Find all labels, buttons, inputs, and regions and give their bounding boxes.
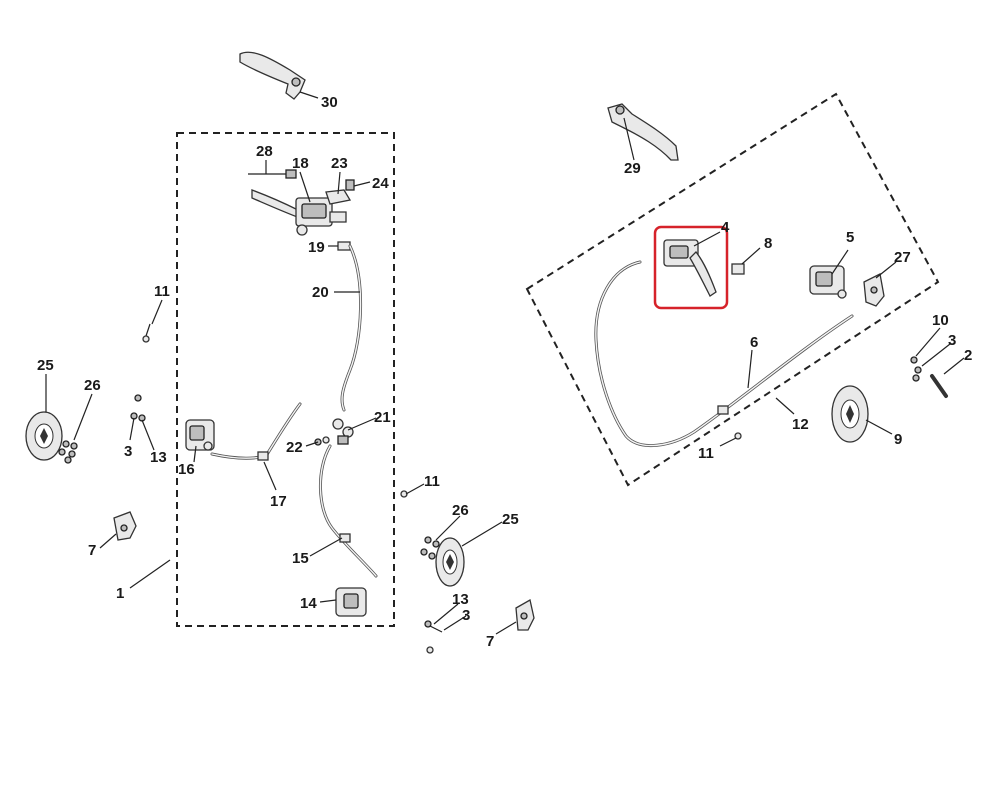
callout-27: 27 xyxy=(894,249,911,266)
rear-brake-cable-12 xyxy=(594,260,854,448)
callout-17: 17 xyxy=(270,493,287,510)
callout-7-lower: 7 xyxy=(486,633,494,650)
pad-7-lower xyxy=(515,598,535,631)
bleeder-24 xyxy=(345,179,355,191)
callout-15: 15 xyxy=(292,550,309,567)
callout-28: 28 xyxy=(256,143,273,160)
caliper-16 xyxy=(185,419,215,451)
callout-18: 18 xyxy=(292,155,309,172)
brake-lever-29 xyxy=(607,103,679,161)
rear-caliper-5 xyxy=(809,265,847,299)
brake-disc-25-left xyxy=(25,411,63,461)
callout-24: 24 xyxy=(372,175,389,192)
callout-3-left: 3 xyxy=(124,443,132,460)
callout-26-left: 26 xyxy=(84,377,101,394)
brake-disc-25-lower xyxy=(435,537,465,587)
front-brake-group-box xyxy=(176,132,395,627)
callout-21: 21 xyxy=(374,409,391,426)
callout-25-left: 25 xyxy=(37,357,54,374)
callout-13-left: 13 xyxy=(150,449,167,466)
callout-13-lower: 13 xyxy=(452,591,469,608)
cable-clip-6 xyxy=(717,405,729,415)
callout-25-lower: 25 xyxy=(502,511,519,528)
bolts-10-3 xyxy=(910,356,922,382)
bolts-3-13-lower xyxy=(424,620,443,654)
bolt-8 xyxy=(731,263,745,275)
callout-22: 22 xyxy=(286,439,303,456)
callout-12: 12 xyxy=(792,416,809,433)
front-master-cylinder-18 xyxy=(251,189,347,236)
callout-1: 1 xyxy=(116,585,124,602)
disc-bolts-26-left xyxy=(58,440,78,464)
callout-19: 19 xyxy=(308,239,325,256)
pad-7-left xyxy=(113,511,137,541)
bolt-22 xyxy=(314,436,330,446)
bolts-3-13-left xyxy=(130,394,146,422)
callout-8: 8 xyxy=(764,235,772,252)
callout-3-lower: 3 xyxy=(462,607,470,624)
rear-master-cylinder-4 xyxy=(663,239,717,297)
callout-30: 30 xyxy=(321,94,338,111)
callout-9: 9 xyxy=(894,431,902,448)
pin-2 xyxy=(930,374,948,398)
callout-7-left: 7 xyxy=(88,542,96,559)
callout-26-lower: 26 xyxy=(452,502,469,519)
callout-11-lower: 11 xyxy=(424,473,440,490)
callout-16: 16 xyxy=(178,461,195,478)
brake-disc-9 xyxy=(831,385,869,443)
callout-14: 14 xyxy=(300,595,317,612)
caliper-14 xyxy=(335,587,367,617)
leader-lines xyxy=(45,91,965,635)
disc-bolts-26-lower xyxy=(420,536,440,560)
hose-junction-21 xyxy=(332,418,354,445)
callout-4: 4 xyxy=(721,219,730,236)
screw-11-rear xyxy=(734,432,742,440)
brake-pad-27 xyxy=(863,273,885,307)
callout-20: 20 xyxy=(312,284,329,301)
brake-hose-20 xyxy=(340,244,362,412)
brake-lever-30 xyxy=(239,51,306,100)
callout-11-rear: 11 xyxy=(698,445,714,462)
callout-6: 6 xyxy=(750,334,758,351)
switch-wire-28 xyxy=(248,169,297,179)
rear-brake-group-box xyxy=(525,92,940,487)
banjo-bolt-19 xyxy=(337,241,351,251)
callout-10: 10 xyxy=(932,312,949,329)
screw-11-left xyxy=(142,323,151,343)
callout-11-left: 11 xyxy=(154,283,170,300)
brake-hose-15 xyxy=(319,444,378,578)
callout-2: 2 xyxy=(964,347,972,364)
brake-hose-17 xyxy=(210,402,302,461)
callout-5: 5 xyxy=(846,229,854,246)
callout-29: 29 xyxy=(624,160,641,177)
callout-3-rear: 3 xyxy=(948,332,956,349)
highlight-box-part-4 xyxy=(653,225,729,310)
callout-23: 23 xyxy=(331,155,348,172)
